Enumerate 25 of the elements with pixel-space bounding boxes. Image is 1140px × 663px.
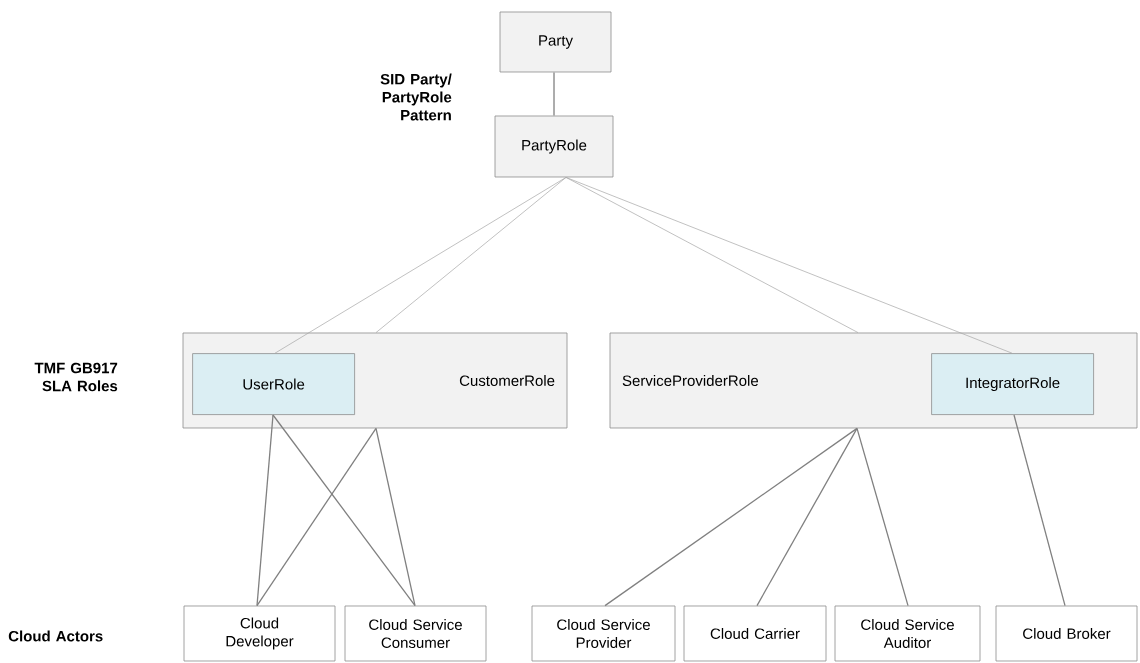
actor-box: Cloud Service Auditor — [834, 605, 981, 662]
actor-box: Cloud Service Consumer — [344, 605, 487, 662]
connector-line — [256, 427, 377, 607]
actor-box: Cloud Service Provider — [531, 605, 676, 662]
actor-box: Cloud Carrier — [683, 605, 827, 662]
connector-line — [375, 177, 567, 333]
section-label: TMF GB917 SLA Roles — [34, 362, 118, 392]
connector-line — [565, 177, 1013, 354]
connector-line — [375, 427, 416, 607]
connector-line — [553, 71, 555, 117]
section-label: SID Party/ PartyRole Pattern — [380, 73, 452, 121]
actor-box: Cloud Broker — [995, 605, 1138, 662]
entity-box: Party — [499, 11, 612, 73]
connector-line — [256, 414, 274, 607]
connector-line — [1013, 414, 1066, 607]
connector-line — [604, 427, 858, 607]
connector-line — [274, 177, 567, 354]
connector-line — [856, 427, 909, 607]
entity-box: PartyRole — [494, 115, 614, 178]
connector-line — [756, 427, 858, 607]
role-box: IntegratorRole — [931, 353, 1094, 415]
section-label: Cloud Actors — [8, 630, 103, 642]
actor-box: Cloud Developer — [183, 605, 336, 662]
connector-line — [272, 414, 416, 607]
role-box: UserRole — [192, 353, 355, 415]
